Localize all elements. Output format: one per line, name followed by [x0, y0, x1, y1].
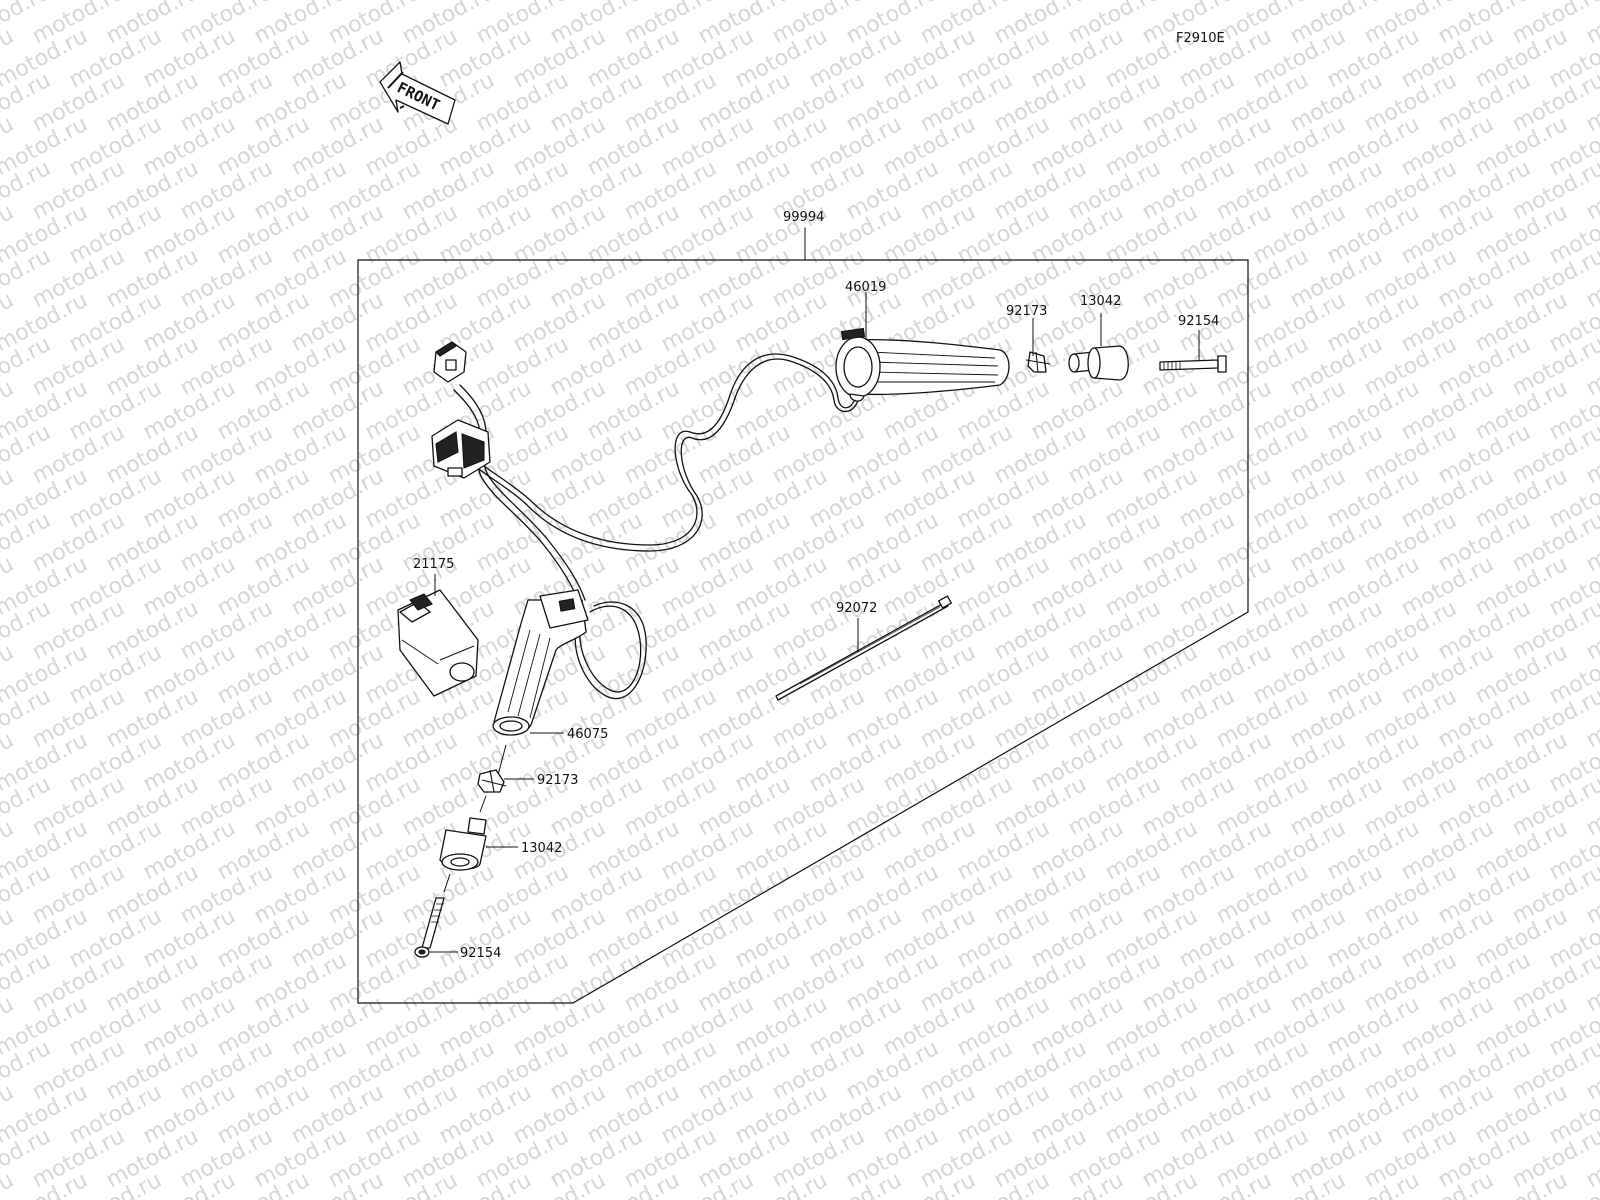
right-bolt-label: 92154 [1178, 314, 1219, 329]
controller-unit [397, 589, 479, 697]
wiring-harness [431, 341, 860, 699]
left-grip [492, 589, 589, 736]
right-weight-label: 13042 [1080, 294, 1121, 309]
left-grip-label: 46075 [567, 727, 608, 742]
left-clip [477, 769, 507, 793]
multi-pin-connector [431, 419, 491, 479]
right-clip-label: 92173 [1006, 304, 1047, 319]
cable-tie-label: 92072 [836, 601, 877, 616]
right-grip [835, 327, 1010, 402]
kit-frame [357, 259, 1249, 1004]
left-weight-label: 13042 [521, 841, 562, 856]
left-axis-line [497, 744, 507, 776]
left-bolt [414, 897, 445, 958]
left-clip-label: 92173 [537, 773, 578, 788]
right-bar-end-weight [1068, 345, 1129, 381]
kit-number-label: 99994 [783, 210, 824, 225]
small-connector [433, 341, 467, 383]
left-axis-line-3 [443, 873, 451, 893]
cable-tie [775, 595, 952, 701]
left-axis-line-2 [479, 795, 487, 813]
right-bolt [1159, 355, 1227, 373]
watermark-text: motod.ru [0, 1168, 18, 1200]
figure-code: F2910E [1176, 31, 1225, 46]
controller-label: 21175 [413, 557, 454, 572]
left-bar-end-weight [439, 817, 487, 871]
right-clip [1025, 351, 1051, 373]
left-bolt-label: 92154 [460, 946, 501, 961]
right-grip-label: 46019 [845, 280, 886, 295]
